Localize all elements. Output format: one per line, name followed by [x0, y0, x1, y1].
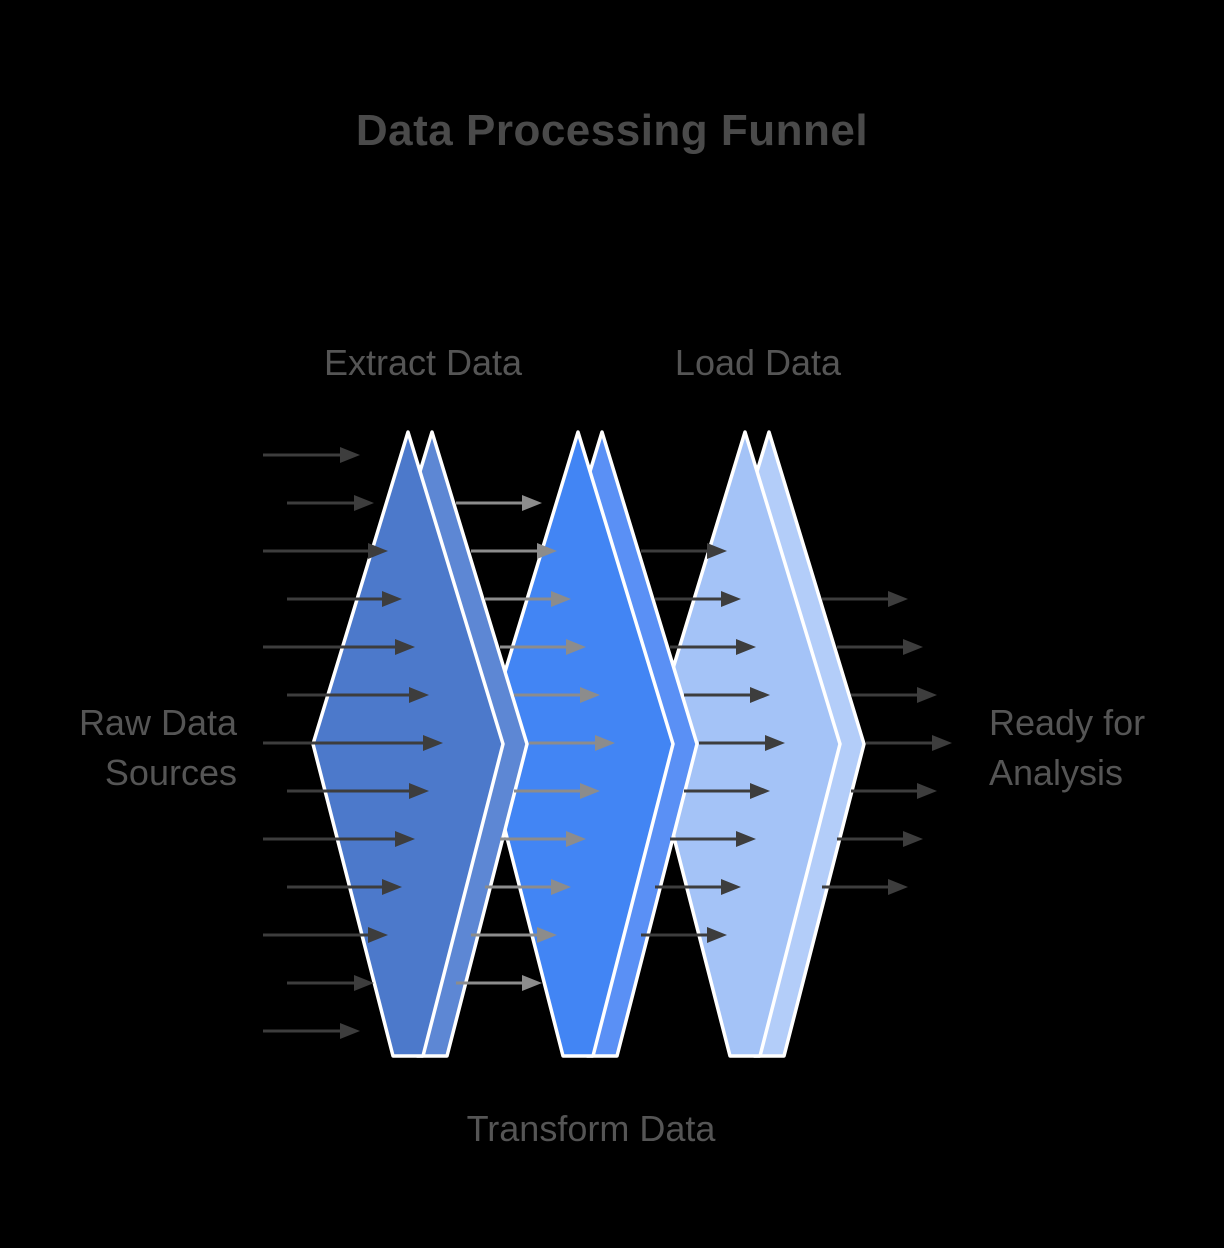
- arrow-head: [750, 783, 770, 799]
- arrow-head: [707, 543, 727, 559]
- arrow-head: [721, 879, 741, 895]
- arrow-head: [566, 639, 586, 655]
- label-raw-data-sources: Raw Data Sources: [78, 702, 237, 793]
- arrow-head: [888, 879, 908, 895]
- arrow-head: [340, 447, 360, 463]
- arrow-head: [932, 735, 952, 751]
- arrow-head: [395, 639, 415, 655]
- arrow-head: [566, 831, 586, 847]
- arrow-head: [409, 783, 429, 799]
- arrow-head: [395, 831, 415, 847]
- arrow-head: [537, 543, 557, 559]
- arrow-head: [765, 735, 785, 751]
- arrow-head: [580, 687, 600, 703]
- arrow-head: [340, 1023, 360, 1039]
- arrow-head: [409, 687, 429, 703]
- arrow-head: [917, 783, 937, 799]
- extract-to-transform-arrows: [456, 495, 615, 991]
- arrow-head: [354, 975, 374, 991]
- arrow-head: [595, 735, 615, 751]
- arrow-head: [551, 591, 571, 607]
- arrow-head: [522, 495, 542, 511]
- arrow-head: [382, 879, 402, 895]
- arrow-head: [736, 831, 756, 847]
- arrow-head: [888, 591, 908, 607]
- arrow-head: [736, 639, 756, 655]
- arrow-head: [522, 975, 542, 991]
- arrow-head: [903, 831, 923, 847]
- arrow-head: [537, 927, 557, 943]
- arrow-head: [721, 591, 741, 607]
- arrow-head: [382, 591, 402, 607]
- output-arrows: [822, 591, 952, 895]
- arrow-head: [580, 783, 600, 799]
- arrow-head: [750, 687, 770, 703]
- page-title: Data Processing Funnel: [355, 106, 869, 155]
- arrow-head: [903, 639, 923, 655]
- label-transform-data: Transform Data: [466, 1108, 716, 1149]
- arrow-head: [423, 735, 443, 751]
- label-ready-for-analysis: Ready for Analysis: [989, 702, 1146, 793]
- arrow-head: [368, 927, 388, 943]
- label-load-data: Load Data: [674, 342, 842, 383]
- input-arrows: [263, 447, 443, 1039]
- transform-to-load-arrows: [641, 543, 785, 943]
- arrow-head: [707, 927, 727, 943]
- arrow-head: [354, 495, 374, 511]
- arrow-head: [551, 879, 571, 895]
- arrow-head: [917, 687, 937, 703]
- label-extract-data: Extract Data: [323, 342, 523, 383]
- arrow-head: [368, 543, 388, 559]
